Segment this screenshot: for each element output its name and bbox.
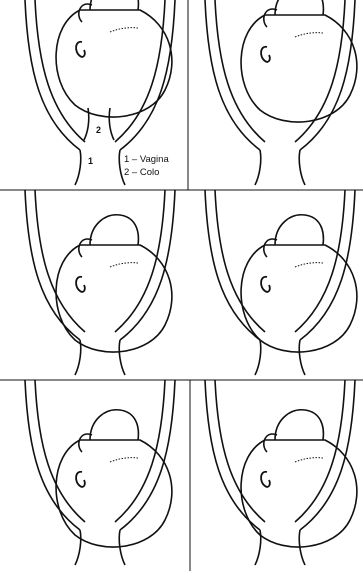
panel-4 [205, 190, 357, 375]
callout-vagina: 1 [88, 156, 93, 166]
panel-5 [25, 380, 175, 565]
panel-3 [25, 190, 175, 375]
legend-item-cervix: 2 – Colo [124, 166, 169, 179]
legend-item-vagina: 1 – Vagina [124, 153, 169, 166]
panel-6 [205, 380, 357, 565]
panel-2 [205, 0, 357, 185]
legend: 1 – Vagina 2 – Colo [124, 153, 169, 179]
callout-cervix: 2 [96, 125, 101, 135]
